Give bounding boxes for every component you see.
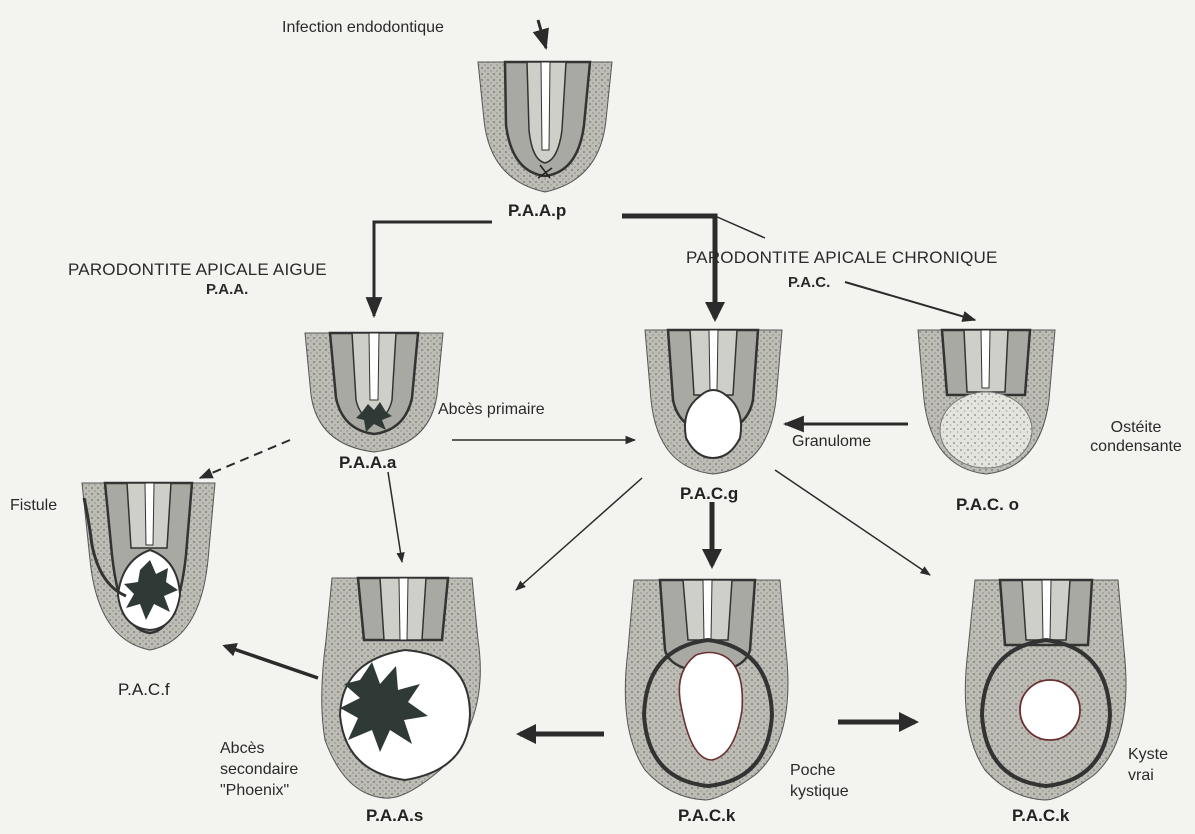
arrow-infection	[538, 20, 546, 48]
label-pac-g: P.A.C.g	[680, 484, 738, 504]
label-poche: Poche kystique	[790, 760, 870, 802]
arrow-paa-s-to-fistule	[225, 646, 318, 678]
label-paa-p: P.A.A.p	[508, 201, 566, 221]
label-abces-secondaire: Abcès secondaire "Phoenix"	[220, 738, 330, 801]
label-osteite: Ostéite condensante	[1086, 418, 1186, 456]
label-pac-k-right: P.A.C.k	[1012, 806, 1069, 826]
tooth-paa-s	[322, 578, 481, 798]
label-abces-primaire: Abcès primaire	[438, 400, 545, 419]
arrow-paa-a-to-paa-s	[388, 472, 402, 562]
label-fistule: Fistule	[10, 496, 57, 515]
tooth-paa-a	[305, 333, 443, 452]
tooth-pac-f	[82, 483, 215, 650]
arrow-pac-osteite	[845, 282, 975, 320]
abbr-pac: P.A.C.	[788, 274, 830, 291]
tooth-pac-k-right	[965, 580, 1126, 800]
label-granulome: Granulome	[792, 432, 871, 451]
label-paa-a: P.A.A.a	[339, 453, 396, 473]
arrow-pac-g-to-kyste	[775, 470, 930, 575]
abbr-paa: P.A.A.	[206, 281, 248, 298]
tooth-pac-g	[645, 330, 782, 474]
arrow-pac-g-to-paa-s	[516, 478, 642, 590]
connector-to-pac-title	[715, 216, 765, 238]
title-paa: PARODONTITE APICALE AIGUE	[68, 260, 327, 280]
label-paa-s: P.A.A.s	[366, 806, 423, 826]
label-pac-k-middle: P.A.C.k	[678, 806, 735, 826]
label-infection: Infection endodontique	[282, 18, 444, 37]
label-pac-f: P.A.C.f	[118, 680, 170, 700]
label-kyste: Kyste vrai	[1128, 744, 1178, 786]
tooth-pac-k-middle	[625, 580, 788, 800]
arrow-paa-a-to-fistule	[200, 440, 290, 478]
label-pac-o: P.A.C. o	[956, 495, 1019, 515]
tooth-pac-o	[918, 330, 1055, 474]
connector-to-paa	[374, 222, 492, 316]
title-pac: PARODONTITE APICALE CHRONIQUE	[686, 248, 998, 268]
tooth-paa-p	[478, 62, 612, 192]
